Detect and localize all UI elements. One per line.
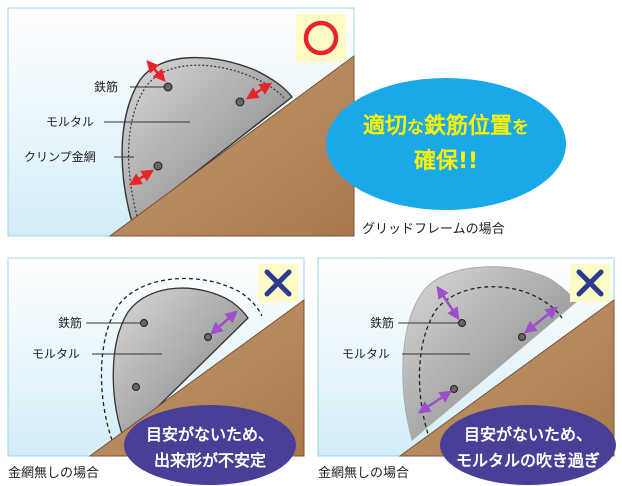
top-bubble: 適切な鉄筋位置を 確保!!	[326, 78, 566, 210]
bl-cover-arrow	[210, 310, 238, 335]
top-label-crimp-mesh: クリンプ金網	[24, 149, 96, 164]
bl-caption: 金網無しの場合	[8, 465, 99, 481]
top-rebar-1	[163, 82, 173, 92]
br-cover-arrow-2	[524, 306, 558, 334]
top-bubble-line1: 適切な鉄筋位置を	[363, 113, 529, 139]
top-cover-arrow-1	[146, 60, 166, 82]
bl-cross-icon	[264, 269, 292, 297]
bl-ideal-outline	[100, 277, 263, 441]
top-rebar-2	[235, 97, 245, 107]
br-label-mortar: モルタル	[342, 347, 390, 361]
bl-rebar-1	[140, 319, 148, 327]
bl-bubble-line1: 目安がないため、	[146, 425, 274, 444]
top-panel: 鉄筋 モルタル クリンプ金網	[7, 7, 355, 237]
bl-rebar-3	[132, 383, 140, 391]
top-cover-arrow-3	[128, 169, 155, 186]
bl-label-rebar: 鉄筋	[58, 315, 82, 330]
br-bubble-line1: 目安がないため、	[464, 425, 592, 444]
top-bubble-line2: 確保!!	[414, 148, 478, 174]
ok-circle-icon	[303, 20, 339, 56]
br-rebar-2	[518, 333, 526, 341]
bl-bubble: 目安がないため、 出来形が不安定	[124, 405, 296, 485]
br-cover-arrow-1	[436, 285, 460, 321]
br-bubble-line2: モルタルの吹き過ぎ	[456, 451, 600, 470]
br-cross-icon	[576, 269, 604, 297]
br-rebar-1	[458, 319, 466, 327]
bl-label-mortar: モルタル	[32, 347, 80, 361]
top-label-mortar: モルタル	[46, 115, 94, 129]
top-bubble-shape	[326, 78, 566, 210]
br-bubble: 目安がないため、 モルタルの吹き過ぎ	[440, 405, 616, 485]
bl-rebar-2	[204, 333, 212, 341]
br-cover-arrow-3	[417, 390, 453, 414]
br-label-rebar: 鉄筋	[370, 315, 394, 330]
top-caption: グリッドフレームの場合	[362, 222, 505, 237]
bl-bubble-shape	[124, 405, 296, 485]
br-caption: 金網無しの場合	[318, 465, 409, 481]
br-rebar-3	[450, 385, 458, 393]
top-label-rebar: 鉄筋	[94, 79, 118, 94]
bl-bubble-line2: 出来形が不安定	[154, 451, 266, 470]
br-bubble-shape	[440, 405, 616, 485]
top-cover-arrow-2	[245, 82, 273, 100]
top-rebar-3	[153, 161, 163, 171]
br-ideal-outline	[418, 286, 563, 441]
